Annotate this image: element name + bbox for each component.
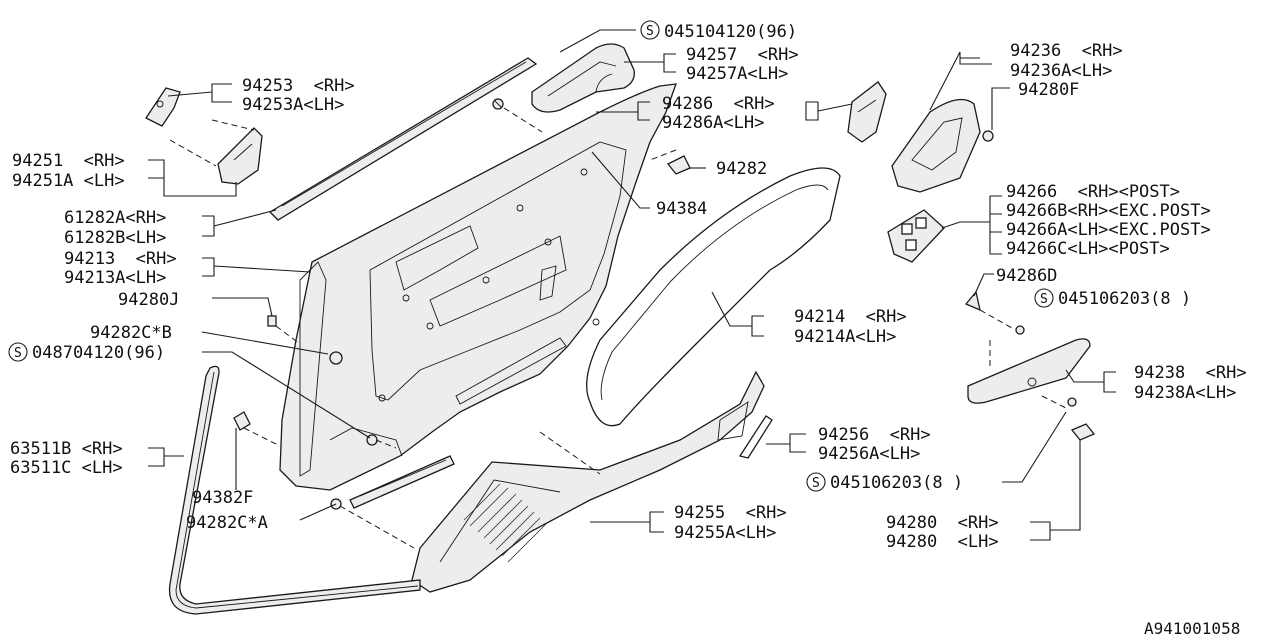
pocket-trim-part [586, 167, 841, 427]
callout-c9-line1: 94384 [656, 199, 707, 219]
weatherstrip-part [168, 365, 455, 615]
callout-c16-line1: 94214 <RH> [794, 307, 907, 327]
cap-94280-part [1070, 423, 1096, 441]
callout-c8-line1: 94280F [1018, 80, 1079, 100]
belt-molding-part [268, 57, 538, 221]
callout-c11-line1: 61282A<RH> [64, 208, 166, 228]
callout-c5-line1: 94251 <RH> [12, 151, 125, 171]
callout-c6-line1: 94282 [716, 159, 767, 179]
clip-94286-part [847, 81, 887, 143]
callout-c5-line2: 94251A <LH> [12, 171, 125, 191]
callout-c4-line2: 94286A<LH> [662, 113, 764, 133]
handle-bezel-part [891, 98, 994, 193]
screw-symbol-3: S [14, 346, 22, 361]
callout-c3-line1: 94253 <RH> [242, 76, 355, 96]
callout-c2-line1: 94257 <RH> [686, 45, 799, 65]
inner-handle-bracket-part [145, 87, 181, 127]
callout-c16-line2: 94214A<LH> [794, 327, 896, 347]
callout-labels: 045104120(96) 94257 <RH> 94257A<LH> 9425… [10, 22, 1247, 638]
callout-c20-line1: 94256 <RH> [818, 425, 931, 445]
clip-94282-part [666, 155, 691, 175]
lower-carpet-panel-part [411, 370, 765, 593]
callout-c7-line1: 94236 <RH> [1010, 41, 1123, 61]
callout-c24-line2: 94255A<LH> [674, 523, 776, 543]
window-switch-part [887, 209, 945, 263]
callout-c18-line1: 048704120(96) [32, 343, 165, 363]
callout-c25-line1: 94282C*A [186, 513, 268, 533]
diagram-reference-id: A941001058 [1144, 619, 1240, 638]
callout-c12-line1: 94213 <RH> [64, 249, 177, 269]
callout-c10-line4: 94266C<LH><POST> [1006, 239, 1170, 259]
callout-c15-line1: 94280J [118, 290, 179, 310]
callout-c10-line1: 94266 <RH><POST> [1006, 182, 1180, 202]
clip-94286d-part [964, 290, 981, 312]
callout-c10-line2: 94266B<RH><EXC.POST> [1006, 201, 1211, 221]
screw-symbol-2: S [1040, 292, 1048, 307]
callout-c26-line1: 94280 <RH> [886, 513, 999, 533]
callout-c19-line1: 94238 <RH> [1134, 363, 1247, 383]
callout-c24-line1: 94255 <RH> [674, 503, 787, 523]
pull-cup-part [967, 338, 1091, 404]
callout-c17-line1: 94282C*B [90, 323, 172, 343]
screw-symbols: S S S S [8, 20, 1054, 492]
callout-c4-line1: 94286 <RH> [662, 94, 775, 114]
callout-c26-line2: 94280 <LH> [886, 532, 999, 552]
callout-c3-line2: 94253A<LH> [242, 95, 344, 115]
fastener-screw-top [492, 98, 504, 110]
fastener-clip-94382f [233, 411, 251, 431]
assembly-lines [169, 107, 1067, 549]
callout-c10-line3: 94266A<LH><EXC.POST> [1006, 220, 1211, 240]
callout-c21-line1: 63511B <RH> [10, 439, 123, 459]
callout-c21-line2: 63511C <LH> [10, 458, 123, 478]
fastener-clip-94280j [267, 315, 277, 327]
callout-c19-line2: 94238A<LH> [1134, 383, 1236, 403]
fastener-clip-94282c-b [329, 351, 343, 365]
callout-c2-line2: 94257A<LH> [686, 64, 788, 84]
screw-symbol-4: S [812, 476, 820, 491]
callout-c7-line2: 94236A<LH> [1010, 61, 1112, 81]
door-trim-panel-part [279, 83, 677, 491]
callout-c14-line1: 045106203(8 ) [1058, 289, 1191, 309]
fastener-screw-pull-cup [1015, 325, 1077, 407]
callout-c11-line2: 61282B<LH> [64, 228, 166, 248]
callout-c13-line1: 94286D [996, 266, 1057, 286]
callout-c23-line1: 94382F [192, 488, 253, 508]
inner-handle-part [217, 127, 263, 185]
callout-c12-line2: 94213A<LH> [64, 268, 166, 288]
callout-c1-line1: 045104120(96) [664, 22, 797, 42]
callout-c20-line2: 94256A<LH> [818, 444, 920, 464]
armrest-cover-part [531, 43, 635, 113]
callout-c22-line1: 045106203(8 ) [830, 473, 963, 493]
leader-lines [148, 29, 1116, 541]
screw-symbol-1: S [646, 24, 654, 39]
trim-strip-part [738, 415, 773, 459]
